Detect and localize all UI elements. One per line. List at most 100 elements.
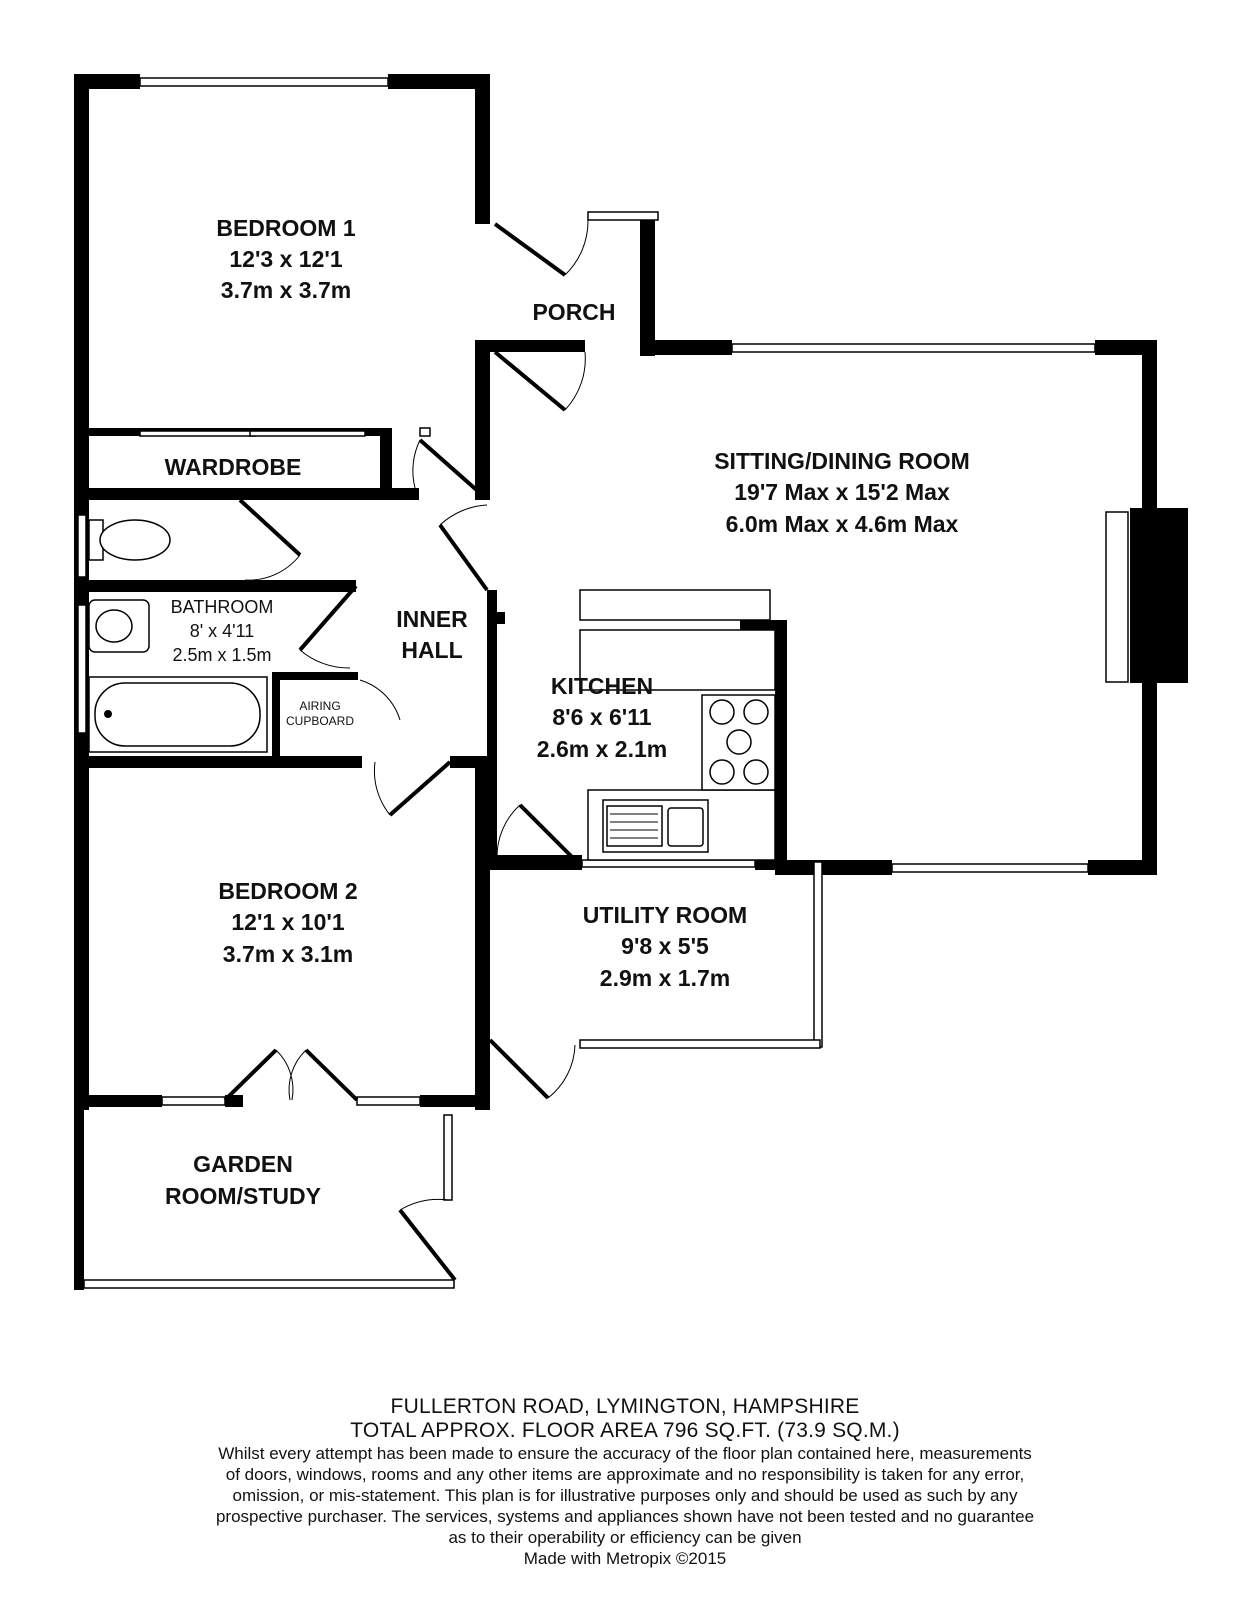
hob-ring-1 (709, 699, 735, 725)
wc-door (238, 498, 302, 557)
airing-west-wall (272, 672, 280, 762)
utility-east-window (813, 861, 823, 1048)
bed1-north-wall-right (388, 74, 490, 89)
bedroom1-metric: 3.7m x 3.7m (221, 277, 351, 303)
airing-north-wall (272, 672, 358, 680)
garden-door-arc (399, 1198, 449, 1211)
utility-name: UTILITY ROOM (583, 902, 747, 928)
disclaimer-line-1: Whilst every attempt has been made to en… (218, 1444, 1032, 1463)
kitchen-name: KITCHEN (551, 673, 653, 699)
hearth (1105, 511, 1129, 683)
bed2-south-wall-left (74, 1095, 162, 1107)
inner-hall-line1: INNER (396, 606, 468, 632)
kitchen-window (581, 859, 756, 868)
bathroom-door (298, 584, 358, 652)
wc-door-arc (244, 554, 301, 581)
porch-window (587, 211, 659, 221)
sink-drainer (606, 805, 663, 847)
bathroom-south-wall (74, 756, 362, 768)
bedroom2-metric: 3.7m x 3.1m (223, 941, 353, 967)
sitting-door-arc (439, 504, 488, 526)
sitting-south-wall-left (782, 860, 892, 875)
worktop-top (579, 589, 771, 621)
wardrobe-name: WARDROBE (165, 454, 302, 480)
bathroom-door-arc (299, 649, 351, 669)
bed1-east-wall-lower (475, 350, 490, 500)
bed2-door (388, 760, 452, 817)
kitchen-door (518, 803, 577, 862)
bed1-east-wall-upper (475, 74, 490, 224)
bedroom1-name: BEDROOM 1 (216, 215, 356, 241)
sitting-name: SITTING/DINING ROOM (714, 448, 970, 474)
bedroom2-imperial: 12'1 x 10'1 (231, 909, 344, 935)
bathroom-window (77, 604, 87, 734)
sitting-north-wall-right (1095, 340, 1157, 355)
bath-tap (104, 710, 112, 718)
french-door-right-arc (288, 1049, 307, 1101)
bed1-south-wall (74, 488, 419, 500)
windows (77, 77, 1096, 1289)
garden-east-window (443, 1114, 453, 1201)
porch-name: PORCH (532, 299, 615, 325)
garden-line1: GARDEN (193, 1151, 293, 1177)
utility-west-wall-lower (475, 1040, 490, 1110)
utility-north-wall (487, 855, 582, 870)
bed1-north-wall-left (74, 74, 140, 89)
hob-ring-4 (709, 759, 735, 785)
bed2-door-arc (373, 761, 391, 816)
bedroom1-imperial: 12'3 x 12'1 (229, 246, 342, 272)
inner-hall-line2: HALL (401, 637, 462, 663)
bedroom2-name: BEDROOM 2 (218, 878, 357, 904)
sitting-north-wall-left (640, 340, 732, 355)
sitting-door (438, 523, 489, 592)
garden-line2: ROOM/STUDY (165, 1183, 321, 1209)
airing-line2: CUPBOARD (286, 714, 354, 728)
bed2-south-wall-right (420, 1095, 490, 1107)
french-door-left (223, 1048, 278, 1102)
bed1-window (139, 77, 389, 87)
hob-ring-3 (726, 729, 752, 755)
kitchen-worktop-upper (579, 629, 776, 691)
wardrobe-doors (139, 430, 366, 437)
sitting-imperial: 19'7 Max x 15'2 Max (734, 479, 950, 505)
wardrobe-door-left (139, 430, 256, 437)
floor-area-line: TOTAL APPROX. FLOOR AREA 796 SQ.FT. (73.… (350, 1419, 900, 1442)
wc-window (77, 514, 87, 578)
bed1-door-arc (412, 439, 421, 489)
walls (74, 74, 1188, 1290)
porch-inner-door (493, 350, 567, 412)
utility-imperial: 9'8 x 5'5 (621, 933, 709, 959)
airing-door-arc (359, 679, 401, 721)
sitting-north-window (731, 343, 1096, 353)
bathroom-north-wall (74, 580, 356, 592)
hall-wall-nib (497, 612, 505, 624)
room-labels: BEDROOM 1 12'3 x 12'1 3.7m x 3.7m PORCH … (165, 215, 970, 1209)
address-line: FULLERTON ROAD, LYMINGTON, HAMPSHIRE (390, 1395, 860, 1418)
credit-line: Made with Metropix ©2015 (523, 1549, 727, 1568)
airing-line1: AIRING (299, 699, 340, 713)
toilet-icon (99, 519, 171, 561)
disclaimer-line-2: of doors, windows, rooms and any other i… (225, 1465, 1025, 1484)
french-door-right (304, 1048, 359, 1102)
porch-east-wall (640, 218, 655, 356)
bed2-window-left (161, 1096, 226, 1106)
disclaimer-line-3: omission, or mis-statement. This plan is… (232, 1486, 1018, 1505)
porch-front-door (493, 222, 567, 277)
kitchen-east-wall (775, 620, 787, 875)
sitting-metric: 6.0m Max x 4.6m Max (726, 511, 959, 537)
garden-west-wall (74, 1095, 84, 1290)
porch-inner-door-arc (564, 351, 586, 411)
utility-south-window (579, 1039, 821, 1049)
bathroom-name: BATHROOM (171, 597, 274, 617)
plan-footer: FULLERTON ROAD, LYMINGTON, HAMPSHIRE TOT… (0, 1395, 1250, 1569)
utility-door-arc (547, 1044, 576, 1099)
basin-bowl (95, 609, 133, 643)
hob-ring-5 (743, 759, 769, 785)
bed2-east-wall (475, 756, 490, 1110)
chimney-breast (1130, 508, 1188, 683)
bath-tub (94, 682, 261, 747)
bathroom-metric: 2.5m x 1.5m (172, 645, 271, 665)
sink-bowl (667, 807, 704, 847)
disclaimer-line-5: as to their operability or efficiency ca… (448, 1528, 802, 1547)
bed1-door (418, 438, 482, 495)
